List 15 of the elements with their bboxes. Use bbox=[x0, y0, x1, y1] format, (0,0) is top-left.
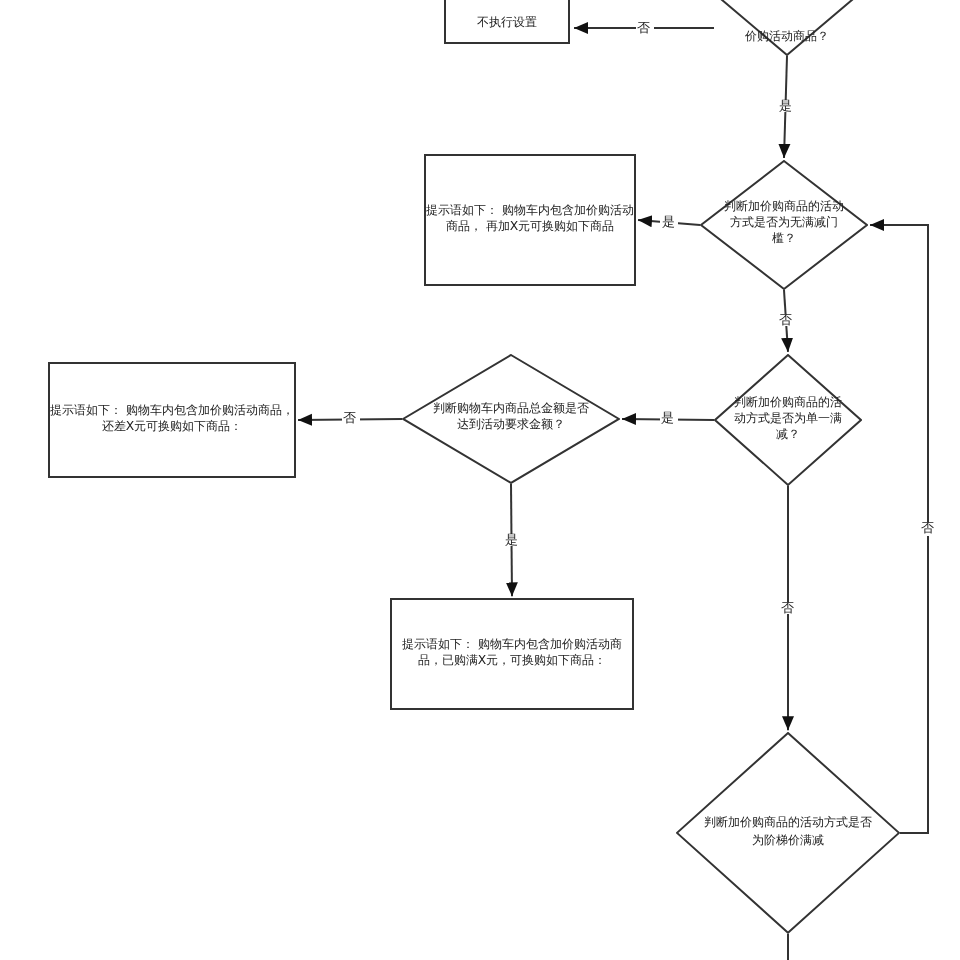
message-box bbox=[424, 154, 636, 286]
arrow bbox=[778, 55, 791, 159]
decision-diamond bbox=[402, 353, 620, 484]
arrow bbox=[621, 413, 715, 426]
arrow bbox=[505, 482, 518, 598]
arrow bbox=[782, 484, 794, 732]
decision-diamond bbox=[714, 353, 862, 486]
message-box bbox=[48, 361, 296, 479]
decision-diamond bbox=[700, 159, 868, 290]
arrow bbox=[573, 22, 715, 34]
message-box bbox=[390, 598, 634, 711]
arrow bbox=[781, 288, 794, 353]
arrow bbox=[297, 413, 403, 426]
arrow bbox=[869, 218, 929, 835]
decision-diamond bbox=[676, 732, 900, 934]
